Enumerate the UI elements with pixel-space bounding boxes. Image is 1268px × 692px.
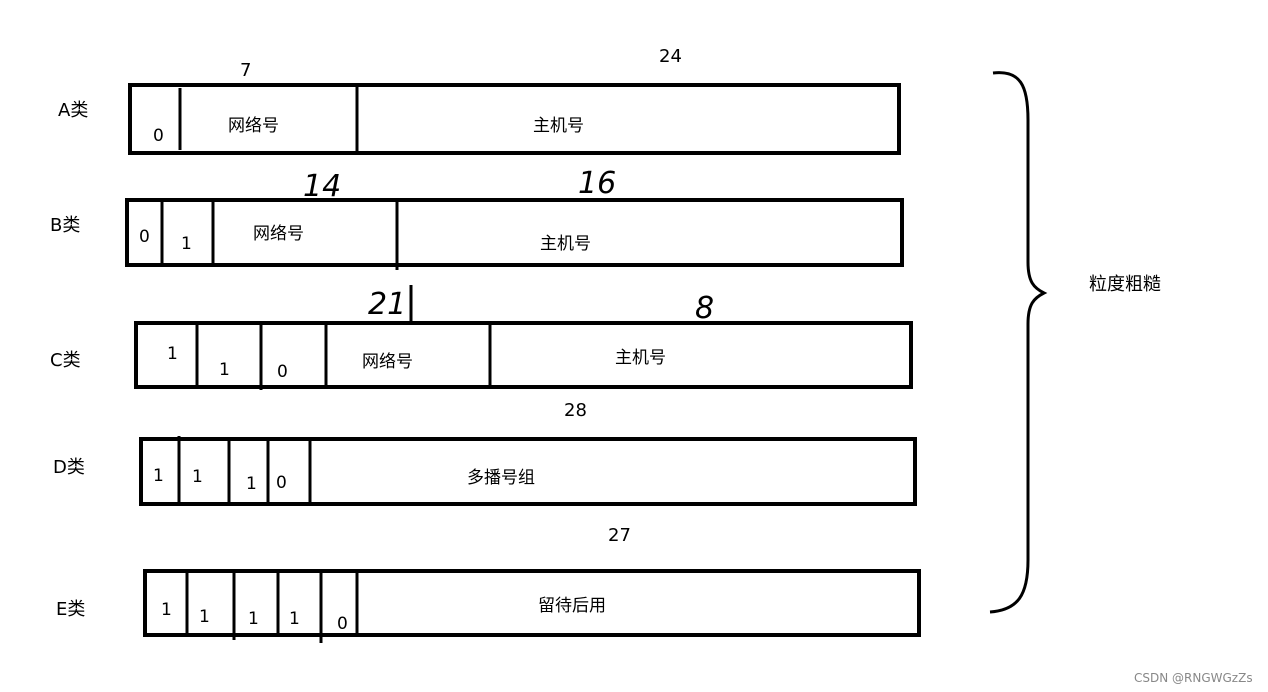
class-a-host-bits: 24 bbox=[659, 46, 682, 67]
class-a-bit: 0 bbox=[153, 126, 164, 146]
class-e-box bbox=[143, 569, 921, 637]
class-d-label: D类 bbox=[53, 457, 85, 478]
class-b-network-bits: 14 bbox=[303, 169, 341, 204]
class-b-row: B类 0 1 网络号 主机号 14 16 bbox=[50, 166, 904, 270]
class-e-bit: 1 bbox=[289, 609, 300, 629]
class-d-group-bits: 28 bbox=[564, 400, 587, 421]
class-e-bit: 1 bbox=[161, 600, 172, 620]
class-a-box bbox=[128, 83, 901, 155]
class-c-host-field: 主机号 bbox=[615, 348, 666, 368]
class-e-label: E类 bbox=[56, 599, 85, 620]
class-b-label: B类 bbox=[50, 215, 80, 236]
class-c-host-bits: 8 bbox=[695, 291, 714, 326]
curly-brace-icon bbox=[989, 71, 1048, 614]
class-c-network-bits: 21 bbox=[368, 287, 406, 322]
class-d-box bbox=[139, 437, 917, 506]
brace-label: 粒度粗糙 bbox=[1089, 274, 1161, 295]
watermark: CSDN @RNGWGzZs bbox=[1134, 671, 1253, 685]
class-a-label: A类 bbox=[58, 100, 88, 121]
class-b-host-field: 主机号 bbox=[540, 234, 591, 254]
class-d-bit: 0 bbox=[276, 473, 287, 493]
class-c-bit: 1 bbox=[219, 360, 230, 380]
class-b-network-field: 网络号 bbox=[253, 224, 304, 244]
class-b-bit: 0 bbox=[139, 227, 150, 247]
class-b-box bbox=[125, 198, 904, 267]
class-a-row: A类 0 网络号 主机号 7 24 bbox=[58, 46, 901, 155]
class-c-box bbox=[134, 321, 913, 389]
class-e-bit: 1 bbox=[199, 607, 210, 627]
class-a-network-bits: 7 bbox=[240, 60, 251, 81]
class-e-row: E类 1 1 1 1 0 留待后用 27 bbox=[56, 525, 921, 643]
class-c-label: C类 bbox=[50, 350, 81, 371]
class-b-host-bits: 16 bbox=[578, 166, 616, 201]
class-a-host-field: 主机号 bbox=[533, 116, 584, 136]
class-e-reserved-bits: 27 bbox=[608, 525, 631, 546]
class-e-reserved-field: 留待后用 bbox=[538, 596, 606, 616]
class-d-bit: 1 bbox=[153, 466, 164, 486]
class-e-bit: 0 bbox=[337, 614, 348, 634]
class-d-multicast-field: 多播号组 bbox=[467, 468, 535, 488]
class-d-bit: 1 bbox=[246, 474, 257, 494]
class-e-bit: 1 bbox=[248, 609, 259, 629]
class-c-bit: 0 bbox=[277, 362, 288, 382]
class-c-bit: 1 bbox=[167, 344, 178, 364]
class-c-row: C类 1 1 0 网络号 主机号 21 8 bbox=[50, 285, 913, 390]
class-b-bit: 1 bbox=[181, 234, 192, 254]
class-d-bit: 1 bbox=[192, 467, 203, 487]
class-c-network-field: 网络号 bbox=[362, 352, 413, 372]
class-d-row: D类 1 1 1 0 多播号组 28 bbox=[53, 400, 917, 506]
class-a-network-field: 网络号 bbox=[228, 116, 279, 136]
